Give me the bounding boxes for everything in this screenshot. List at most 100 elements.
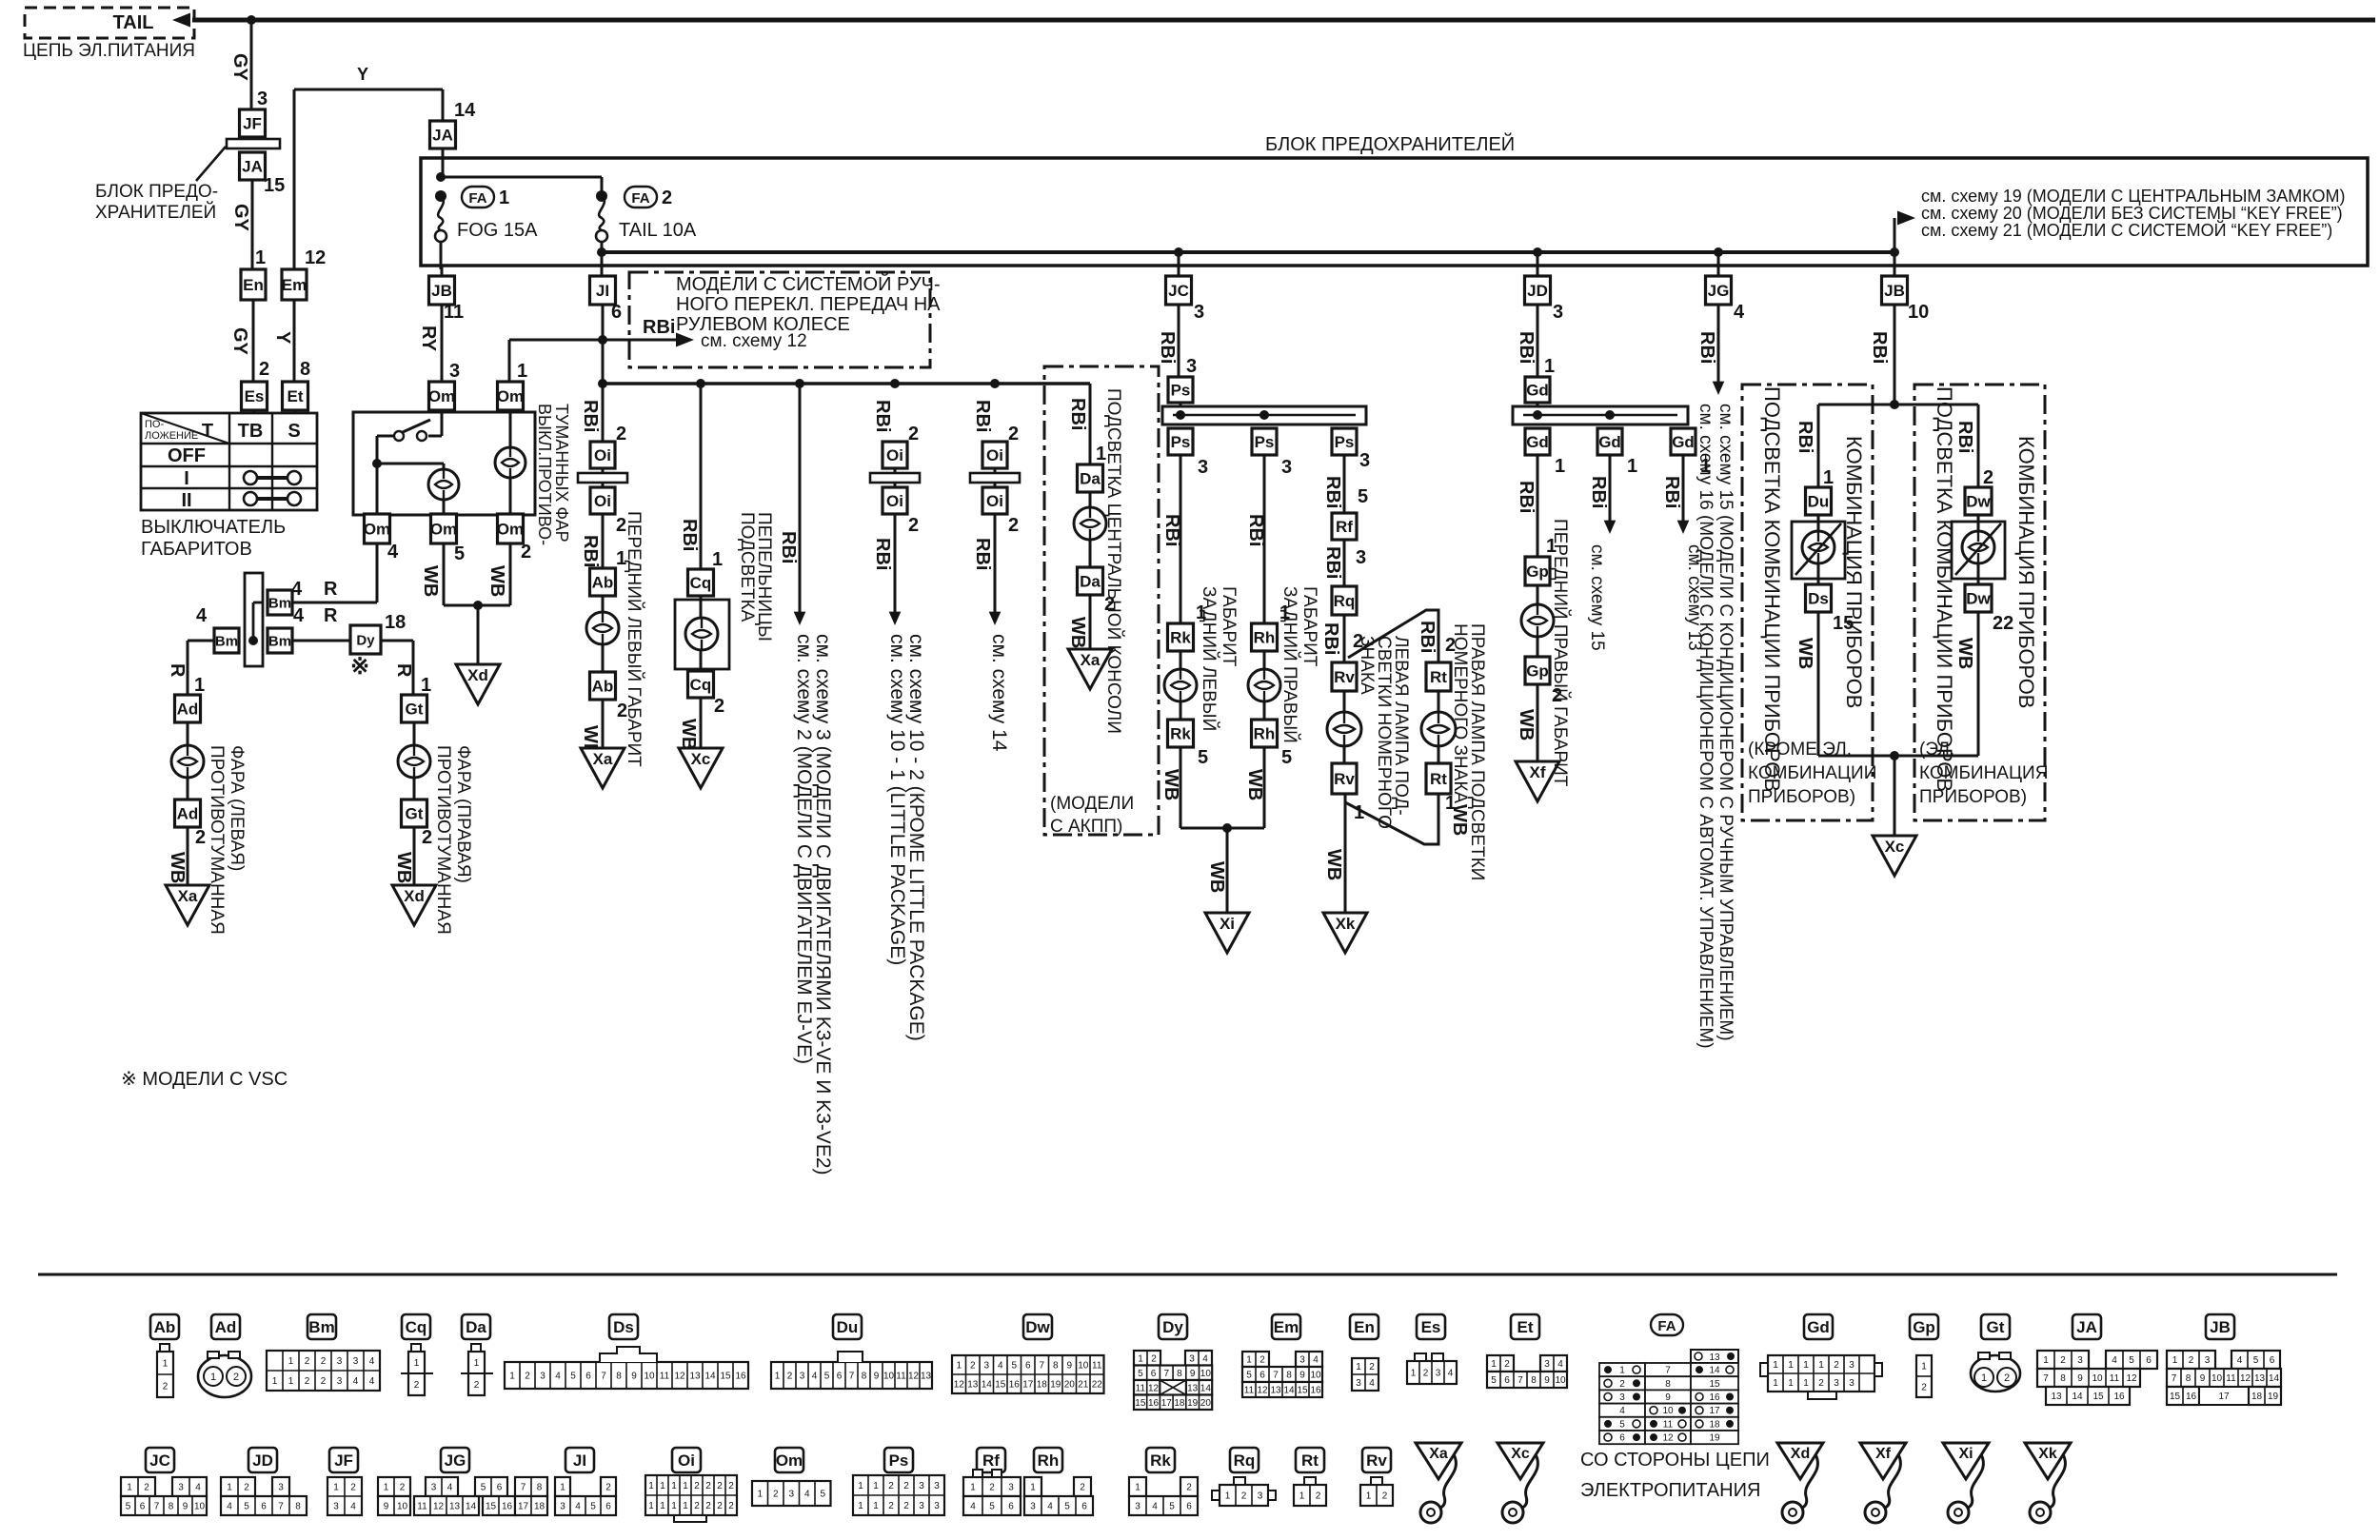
svg-text:Xc: Xc: [1511, 1446, 1530, 1462]
svg-text:1: 1: [1921, 1362, 1927, 1372]
svg-text:RBi: RBi: [580, 400, 601, 432]
svg-text:4: 4: [1448, 1369, 1454, 1379]
svg-text:2: 2: [773, 1490, 779, 1500]
svg-text:8: 8: [1531, 1375, 1537, 1386]
svg-text:WB: WB: [678, 719, 699, 750]
svg-text:11: 11: [1244, 1386, 1255, 1396]
svg-text:6: 6: [261, 1502, 267, 1512]
svg-text:1: 1: [2172, 1355, 2178, 1366]
svg-text:см. схему 10 - 2 (КРОМЕ LITTLE: см. схему 10 - 2 (КРОМЕ LITTLE PACKAGE): [905, 634, 927, 1041]
svg-text:см. схему 12: см. схему 12: [701, 331, 807, 351]
svg-text:6: 6: [1151, 1369, 1157, 1379]
svg-text:КОМБИНАЦИЯ ПРИБОРОВ: КОМБИНАЦИЯ ПРИБОРОВ: [2014, 436, 2038, 708]
svg-text:3: 3: [540, 1372, 545, 1382]
svg-text:Om: Om: [497, 387, 524, 405]
svg-text:9: 9: [1299, 1371, 1305, 1381]
svg-text:RBi: RBi: [1157, 331, 1178, 364]
svg-text:RBi: RBi: [643, 317, 675, 338]
svg-text:МОДЕЛИ С СИСТЕМОЙ РУЧ-: МОДЕЛИ С СИСТЕМОЙ РУЧ-: [676, 272, 941, 295]
svg-text:Xa: Xa: [593, 750, 613, 768]
svg-text:TAIL: TAIL: [113, 12, 154, 33]
svg-text:3: 3: [1198, 457, 1208, 478]
svg-text:см. схему 16 (МОДЕЛИ С КОНДИЦИ: см. схему 16 (МОДЕЛИ С КОНДИЦИОНЕРОМ С А…: [1696, 404, 1716, 1049]
svg-text:5: 5: [1358, 486, 1368, 507]
svg-text:5: 5: [1011, 1361, 1017, 1372]
svg-text:2: 2: [144, 1483, 149, 1493]
svg-text:1: 1: [499, 188, 509, 208]
svg-text:9: 9: [2200, 1373, 2206, 1384]
svg-text:RBi: RBi: [1417, 621, 1438, 653]
svg-text:JF: JF: [334, 1451, 353, 1470]
svg-text:см. схему 13: см. схему 13: [1684, 544, 1704, 651]
svg-text:ПРОТИВОТУМАННАЯ: ПРОТИВОТУМАННАЯ: [433, 745, 453, 935]
svg-text:2: 2: [1151, 1353, 1157, 1364]
svg-text:Cq: Cq: [690, 574, 712, 592]
svg-text:5: 5: [1198, 747, 1208, 768]
svg-text:2: 2: [694, 1501, 700, 1511]
svg-text:4: 4: [575, 1502, 581, 1512]
svg-text:1: 1: [227, 1483, 232, 1493]
svg-text:1: 1: [1411, 1369, 1417, 1379]
svg-text:2: 2: [728, 1501, 734, 1511]
svg-text:1: 1: [288, 1376, 294, 1387]
svg-text:3: 3: [1008, 1483, 1014, 1493]
svg-text:13: 13: [921, 1372, 932, 1382]
svg-text:1: 1: [648, 1481, 654, 1491]
svg-text:Et: Et: [1517, 1318, 1534, 1336]
svg-text:En: En: [1354, 1318, 1375, 1336]
svg-text:Xf: Xf: [1875, 1446, 1892, 1462]
svg-text:1: 1: [1803, 1360, 1809, 1371]
svg-text:5: 5: [820, 1490, 825, 1500]
svg-text:2: 2: [259, 359, 269, 380]
svg-text:3: 3: [1544, 1359, 1550, 1370]
svg-text:3: 3: [919, 1501, 924, 1511]
svg-text:9: 9: [1190, 1369, 1196, 1379]
svg-text:3: 3: [1849, 1360, 1854, 1371]
svg-text:WB: WB: [1516, 709, 1537, 740]
svg-text:15: 15: [1709, 1379, 1720, 1390]
svg-text:Ab: Ab: [592, 678, 614, 696]
svg-text:Om: Om: [364, 521, 390, 539]
svg-text:Ps: Ps: [1335, 433, 1355, 451]
svg-text:6: 6: [1619, 1433, 1625, 1444]
svg-text:I: I: [184, 468, 189, 489]
svg-text:RBi: RBi: [1322, 546, 1343, 579]
svg-text:8: 8: [1665, 1379, 1671, 1390]
svg-text:6: 6: [1008, 1502, 1014, 1512]
svg-text:JI: JI: [573, 1451, 586, 1470]
svg-text:3: 3: [560, 1502, 565, 1512]
svg-text:Rh: Rh: [1254, 629, 1276, 647]
svg-text:ПОДСВЕТКА: ПОДСВЕТКА: [737, 512, 757, 622]
svg-text:Ps: Ps: [1171, 433, 1191, 451]
svg-text:RY: RY: [418, 326, 439, 352]
svg-text:2: 2: [1008, 515, 1019, 536]
svg-text:3: 3: [337, 1356, 343, 1367]
svg-text:14: 14: [982, 1380, 993, 1391]
svg-text:2: 2: [1619, 1379, 1625, 1390]
svg-text:1: 1: [127, 1483, 132, 1493]
svg-text:ПРИБОРОВ): ПРИБОРОВ): [1748, 787, 1855, 807]
svg-text:2: 2: [1186, 1483, 1192, 1493]
svg-text:ПЕРЕДНИЙ ПРАВЫЙ ГАБАРИТ: ПЕРЕДНИЙ ПРАВЫЙ ГАБАРИТ: [1550, 519, 1571, 787]
svg-text:S: S: [288, 421, 300, 442]
svg-text:1: 1: [1354, 802, 1364, 823]
svg-text:Rk: Rk: [1170, 629, 1191, 647]
svg-text:17: 17: [518, 1502, 529, 1512]
svg-text:WB: WB: [167, 852, 188, 883]
svg-text:1: 1: [517, 361, 527, 382]
svg-text:Oi: Oi: [886, 446, 903, 464]
svg-text:4: 4: [353, 1376, 359, 1387]
svg-text:13: 13: [1270, 1386, 1281, 1396]
svg-text:7: 7: [601, 1372, 606, 1382]
svg-text:см. схему 10 - 1 (LITTLE PACKA: см. схему 10 - 1 (LITTLE PACKAGE): [886, 634, 908, 965]
svg-text:14: 14: [1709, 1366, 1720, 1376]
svg-text:2: 2: [717, 1481, 723, 1491]
svg-text:2: 2: [888, 1501, 894, 1511]
svg-text:4: 4: [447, 1483, 453, 1493]
svg-text:14: 14: [454, 100, 476, 121]
svg-text:Es: Es: [245, 387, 265, 405]
svg-text:Gt: Gt: [406, 701, 424, 719]
svg-text:22: 22: [1993, 613, 2013, 634]
svg-text:3: 3: [2077, 1355, 2083, 1366]
svg-text:10: 10: [1555, 1375, 1566, 1386]
